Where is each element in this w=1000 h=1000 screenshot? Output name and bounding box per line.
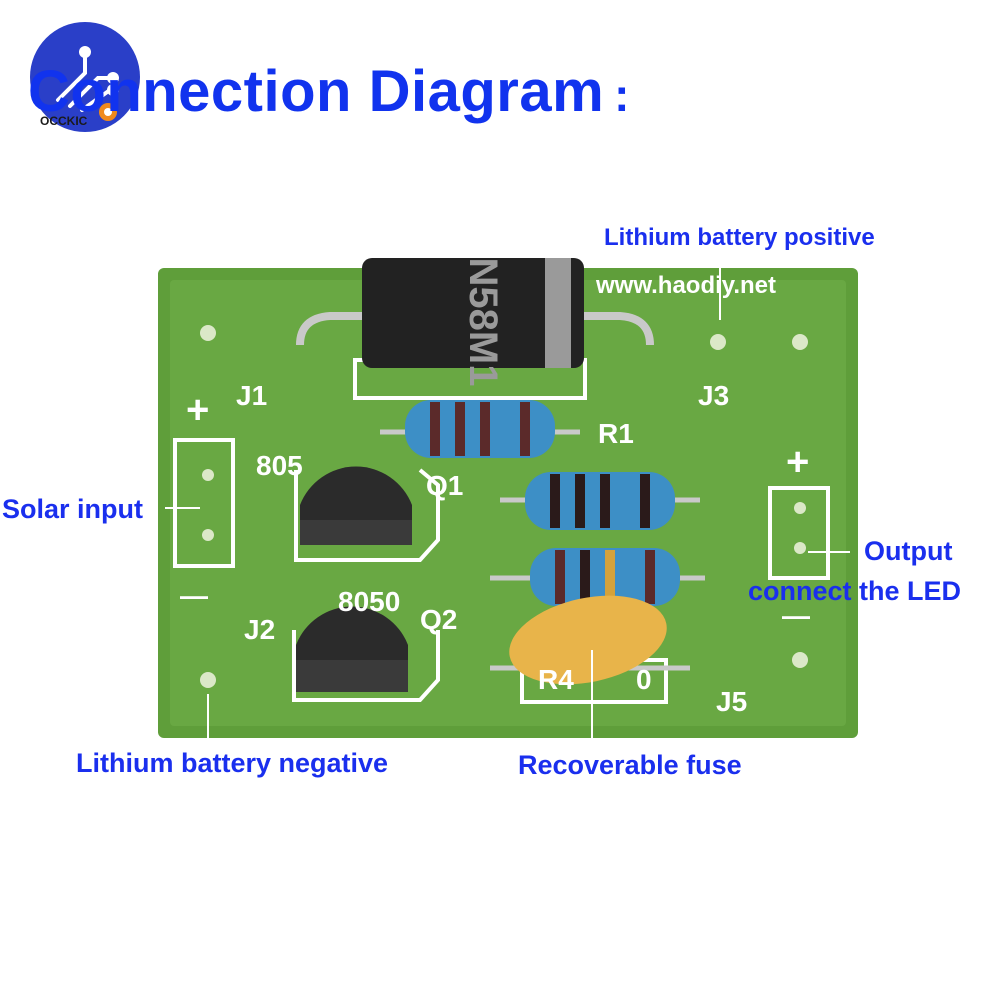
r1-bands (430, 402, 530, 456)
diode-lead-left (296, 312, 365, 346)
fuse-body (509, 595, 667, 685)
board-url: www.haodiy.net (596, 272, 777, 299)
silk-q2: Q2 (420, 604, 458, 635)
title-colon: : (614, 69, 630, 121)
label-solar-input: Solar input (2, 494, 143, 524)
silk-minus-left: — (180, 580, 208, 611)
q1-flat (300, 520, 412, 545)
label-recoverable-fuse: Recoverable fuse (518, 750, 742, 780)
label-lithium-negative: Lithium battery negative (76, 748, 389, 778)
diode-marking: N58M1 (461, 258, 505, 387)
gear-icon (96, 100, 120, 124)
pcb-holes (200, 325, 808, 688)
diode-band (545, 258, 571, 368)
brand-logo (30, 22, 140, 132)
q1-footprint (294, 468, 440, 562)
logo-text: OCCKIC (40, 114, 88, 128)
silk-q1: Q1 (426, 470, 464, 501)
silk-plus-right: + (786, 440, 810, 484)
diode-body (362, 258, 584, 368)
r2-bands (550, 474, 650, 528)
header-j1-outline (173, 438, 235, 568)
silk-r4: R4 (538, 664, 574, 695)
silk-j2: J2 (244, 614, 276, 645)
silk-8050: 8050 (338, 586, 401, 617)
header-output-outline (768, 486, 830, 580)
label-lithium-positive: Lithium battery positive (604, 224, 875, 251)
silk-j1: J1 (236, 380, 268, 411)
silk-plus-left: + (186, 388, 210, 432)
silk-zero: 0 (636, 664, 652, 695)
q2-flat (296, 660, 408, 692)
title-text: Connection Diagram (28, 59, 605, 124)
silk-805: 805 (256, 450, 303, 481)
silk-r1: R1 (598, 418, 634, 449)
page-title: Connection Diagram: (28, 58, 630, 125)
silk-minus-right: — (782, 600, 810, 631)
silk-j3: J3 (698, 380, 730, 411)
diode-lead-right (578, 312, 654, 346)
label-connect-led: connect the LED (748, 576, 962, 606)
r3-bands (555, 550, 655, 604)
circuit-icon (56, 46, 119, 112)
label-output: Output (864, 536, 953, 566)
silk-j5: J5 (716, 686, 748, 717)
q2-footprint (292, 630, 440, 702)
